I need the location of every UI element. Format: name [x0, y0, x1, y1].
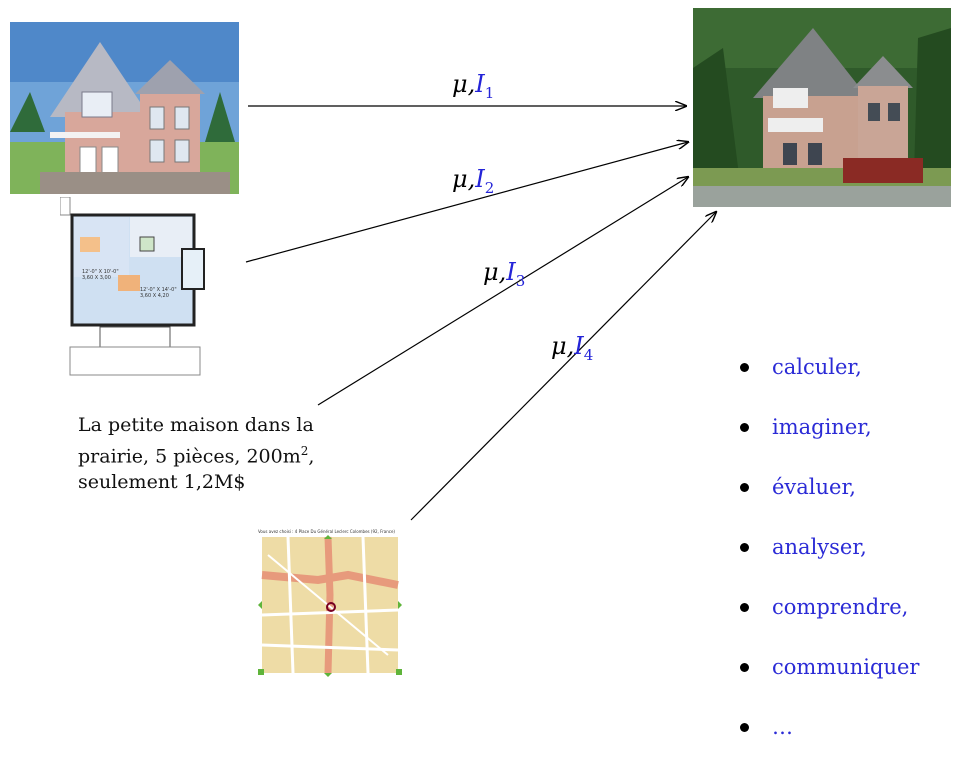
bullet-icon [740, 723, 749, 732]
room-1-dim: 12'-0" X 10'-0"3,60 X 3,00 [82, 269, 119, 281]
room-2-dim: 12'-0" X 14'-0"3,60 X 4,20 [140, 287, 177, 299]
house-description: La petite maison dans la prairie, 5 pièc… [78, 414, 315, 494]
bullet-icon [740, 423, 749, 432]
bullet-icon [740, 603, 749, 612]
list-item: comprendre, [740, 586, 919, 646]
map-header: Vous avez choisi : 4 Place Du Général Le… [258, 529, 395, 534]
arrow-2 [245, 142, 688, 263]
arrow-3-label: μ,I3 [483, 258, 526, 290]
list-item: analyser, [740, 526, 919, 586]
arrow-1-label: μ,I1 [452, 70, 495, 102]
street-map-image: Vous avez choisi : 4 Place Du Général Le… [258, 529, 402, 677]
arrows-layer [245, 0, 954, 521]
bullet-icon [740, 663, 749, 672]
house-photo [693, 8, 951, 207]
house-illustration [10, 22, 239, 194]
arrow-3 [317, 177, 688, 406]
arrow-2-label: μ,I2 [452, 165, 495, 197]
arrow-4-label: μ,I4 [551, 332, 594, 364]
bullet-icon [740, 543, 749, 552]
list-item: évaluer, [740, 466, 919, 526]
bullet-icon [740, 483, 749, 492]
list-item: … [740, 706, 919, 766]
list-item: imaginer, [740, 406, 919, 466]
bullet-icon [740, 363, 749, 372]
floor-plan-image: 12'-0" X 10'-0"3,60 X 3,00 12'-0" X 14'-… [60, 197, 210, 379]
list-item: communiquer [740, 646, 919, 706]
skills-list: calculer, imaginer, évaluer, analyser, c… [740, 346, 919, 766]
list-item: calculer, [740, 346, 919, 406]
arrow-4 [410, 212, 716, 521]
